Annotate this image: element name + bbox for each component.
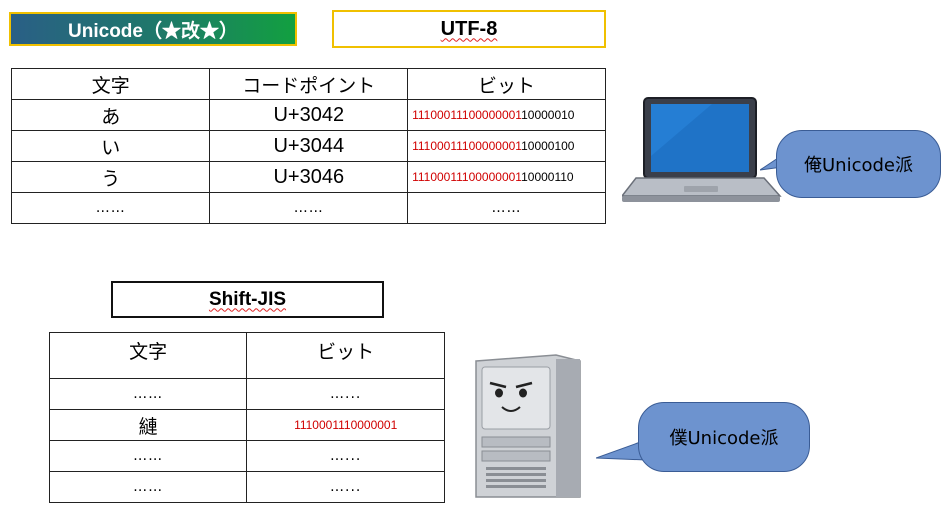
table-row: あ U+3042 1110001110000000110000010: [10, 99, 606, 131]
bits-cell: …...: [246, 440, 445, 472]
bits-black: 10000010: [521, 108, 575, 122]
char-cell: ……: [48, 471, 248, 503]
table-header-row: 文字 コードポイント ビット: [10, 68, 606, 100]
column-header: ビット: [246, 332, 445, 379]
bits-cell: 1110001110000001: [246, 409, 445, 441]
bits-black: ……: [491, 200, 522, 216]
table-row: …… …...: [48, 440, 445, 472]
bits-black: 10000100: [521, 139, 575, 153]
table-row: …… …...: [48, 471, 445, 503]
char-cell: ……: [48, 440, 248, 472]
char-cell: う: [10, 161, 211, 193]
server-icon: [475, 354, 581, 498]
bits-cell: ……: [407, 192, 606, 224]
codepoint-cell: U+3044: [209, 130, 409, 162]
column-header: 文字: [10, 68, 211, 100]
laptop-icon: [622, 97, 782, 202]
laptop-bubble-text: 俺Unicode派: [804, 155, 913, 176]
sjis-header: Shift-JIS: [111, 281, 384, 318]
char-cell: 縺: [48, 409, 248, 441]
bits-red: 1110001110000001: [294, 418, 398, 432]
unicode-header-label: Unicode（★改★）: [68, 20, 238, 42]
table-row: …… …… ……: [10, 192, 606, 224]
utf8-table: 文字 コードポイント ビット あ U+3042 1110001110000000…: [10, 68, 606, 224]
table-row: い U+3044 1110001110000000110000100: [10, 130, 606, 162]
column-header: 文字: [48, 332, 248, 379]
sjis-header-label: Shift-JIS: [208, 288, 287, 310]
bits-cell: 1110001110000000110000100: [407, 130, 606, 162]
bubble-tail: [596, 439, 646, 461]
codepoint-cell: U+3046: [209, 161, 409, 193]
utf8-header: UTF-8: [332, 10, 606, 48]
char-cell: ……: [10, 192, 211, 224]
bits-red: 11100011100000001: [412, 170, 522, 184]
column-header: コードポイント: [209, 68, 409, 100]
codepoint-cell: U+3042: [209, 99, 409, 131]
server-bubble-text: 僕Unicode派: [669, 428, 779, 449]
bits-black: 10000110: [521, 170, 574, 184]
table-row: う U+3046 1110001110000000110000110: [10, 161, 606, 193]
char-cell: あ: [10, 99, 211, 131]
server-speech-bubble: 僕Unicode派: [638, 402, 810, 472]
bits-cell: 1110001110000000110000110: [407, 161, 606, 193]
bits-cell: 1110001110000000110000010: [407, 99, 606, 131]
column-header: ビット: [407, 68, 606, 100]
utf8-header-label: UTF-8: [440, 17, 498, 40]
bits-red: 11100011100000001: [412, 139, 522, 153]
bits-red: 11100011100000001: [412, 108, 522, 122]
bits-cell: …...: [246, 471, 445, 503]
table-row: …… …...: [48, 378, 445, 410]
char-cell: い: [10, 130, 211, 162]
sjis-table: 文字 ビット …… …... 縺 1110001110000001 …… …..…: [48, 332, 445, 503]
table-header-row: 文字 ビット: [48, 332, 445, 379]
char-cell: ……: [48, 378, 248, 410]
laptop-speech-bubble: 俺Unicode派: [776, 130, 941, 198]
table-row: 縺 1110001110000001: [48, 409, 445, 441]
bits-cell: …...: [246, 378, 445, 410]
unicode-header: Unicode（★改★）: [9, 12, 297, 46]
codepoint-cell: ……: [209, 192, 409, 224]
